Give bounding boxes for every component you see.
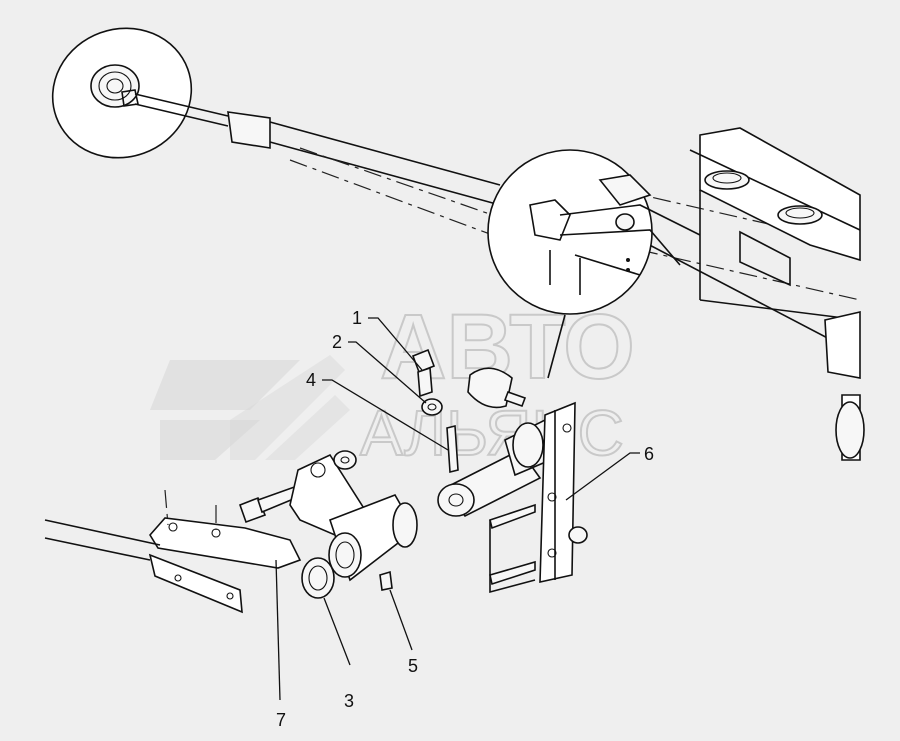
callout-4: 4 — [306, 370, 316, 390]
pivot-shaft — [437, 418, 556, 518]
callout-7: 7 — [276, 710, 286, 730]
callout-1: 1 — [352, 308, 362, 328]
watermark-logo: АВТО АЛЬЯНС — [150, 295, 636, 470]
leader-lines — [275, 317, 640, 701]
part-5-grease-nipple — [379, 570, 393, 591]
bushing-housing — [328, 494, 418, 582]
callout-6: 6 — [644, 444, 654, 464]
part-4-pin — [446, 424, 459, 474]
part-7-lever — [44, 489, 302, 614]
part-3-ring — [301, 557, 335, 599]
callout-3: 3 — [344, 691, 354, 711]
magnifier-leader — [547, 314, 566, 379]
lever-bolt — [238, 483, 304, 524]
callouts: 1 2 3 4 5 6 7 — [276, 308, 654, 730]
frame-structure — [639, 127, 865, 461]
part-6-bracket — [489, 401, 588, 594]
callout-5: 5 — [408, 656, 418, 676]
watermark-subtitle: АЛЬЯНС — [360, 397, 624, 469]
wheel — [51, 27, 193, 159]
callout-2: 2 — [332, 332, 342, 352]
part-2-nut — [421, 398, 443, 416]
part-1-bolt — [411, 348, 436, 398]
watermark-emblem-icon — [150, 355, 350, 460]
detail-magnifier — [487, 149, 701, 315]
rubber-buffer — [467, 367, 527, 409]
